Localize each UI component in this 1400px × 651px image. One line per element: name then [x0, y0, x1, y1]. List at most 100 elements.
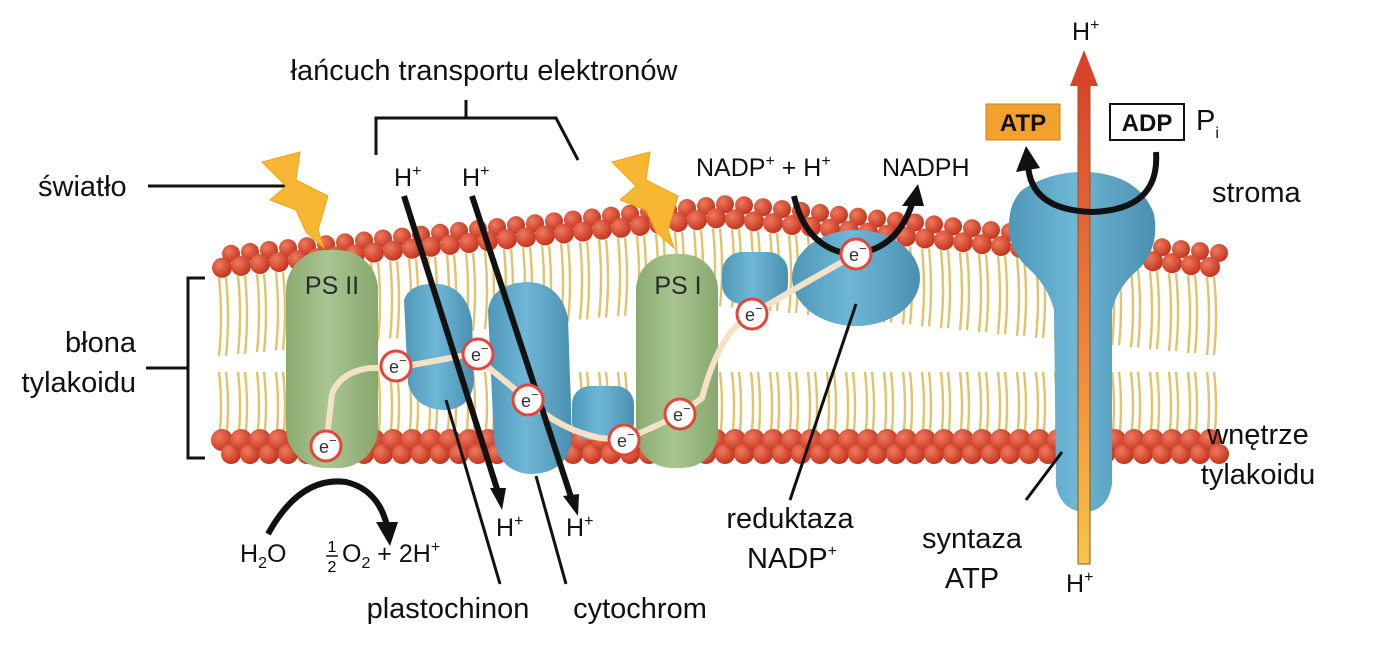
cytochrome-label: cytochrom: [573, 593, 707, 625]
lipid-tail: [376, 262, 382, 341]
lipid-head: [611, 217, 631, 238]
lipid-tail: [965, 252, 971, 331]
lipid-tail: [939, 250, 945, 329]
lipid-head: [725, 209, 745, 230]
lumen-label-line2: tylakoidu: [1201, 459, 1315, 491]
lipid-tail: [775, 371, 781, 441]
synthase-pointer: [1024, 451, 1064, 501]
lipid-head: [383, 240, 403, 261]
electron-marker: e−: [735, 297, 769, 331]
electron-marker: e−: [461, 337, 495, 371]
lipid-tail: [376, 371, 382, 441]
lipid-head: [1162, 253, 1182, 274]
lipid-tail: [756, 371, 762, 441]
lipid-tail: [1148, 271, 1154, 350]
lipid-head: [782, 215, 802, 236]
atp-label: ATP: [1000, 110, 1046, 137]
lipid-head: [982, 221, 1000, 240]
electron-markers: e−e−e−e−e−e−e−e−: [309, 237, 873, 463]
photosystem-ii: [286, 250, 378, 468]
lipid-tail: [927, 371, 933, 441]
lipid-head: [744, 211, 764, 232]
plastoquinone-pointer: [444, 399, 502, 585]
ferredoxin-protein: [722, 252, 788, 304]
lipid-tail: [1129, 269, 1135, 348]
lipid-tail: [274, 271, 280, 351]
electron-circle: [379, 349, 413, 383]
lipid-tail: [1041, 371, 1047, 441]
lipid-tail: [1136, 269, 1142, 348]
lipid-tail: [483, 250, 489, 330]
lipid-head: [972, 234, 992, 255]
lipid-tail: [224, 277, 230, 356]
synthase-label-line1: syntaza: [922, 523, 1023, 555]
electron-marker: e−: [511, 383, 545, 417]
lipid-head: [915, 228, 935, 249]
atp-synthesis-arrow: [1025, 151, 1160, 216]
lipid-tail: [958, 252, 964, 331]
lipid-head: [1191, 242, 1209, 261]
lipid-tail: [597, 239, 603, 318]
lipid-tail: [224, 371, 230, 441]
membrane-bracket: [186, 276, 205, 460]
lipid-tail: [996, 255, 1002, 335]
lipid-head: [953, 232, 973, 253]
lipid-tail: [1136, 371, 1142, 441]
photosystem-i: [636, 254, 718, 468]
lipid-tail: [965, 371, 971, 441]
electron-marker: e−: [607, 423, 641, 457]
lipid-head: [773, 200, 791, 219]
lipid-tail: [281, 271, 287, 351]
lipid-head: [991, 236, 1011, 257]
lipid-tail: [1186, 274, 1192, 354]
cytochrome-pointer: [534, 475, 568, 585]
proton-flow-arrowhead-icon: [1070, 50, 1098, 86]
lipid-tail: [787, 234, 793, 314]
electron-circle: [309, 429, 343, 463]
lipid-tail: [623, 237, 629, 316]
lipid-tail: [262, 371, 268, 441]
lipid-tail: [832, 371, 838, 441]
lipid-tail: [946, 250, 952, 329]
nadp-reduction-arrowhead-icon: [902, 184, 924, 206]
lipid-tail: [1117, 371, 1123, 441]
lipid-tail: [813, 371, 819, 441]
electron-circle: [461, 337, 495, 371]
lipid-tail: [794, 371, 800, 441]
lightning-bolt-ps1-icon: [611, 151, 679, 250]
lipid-tail: [920, 248, 926, 327]
atp-synthesis-arrowhead-icon: [1016, 146, 1040, 172]
lipid-head: [868, 209, 886, 228]
reductase-label-line2: NADP+: [747, 543, 837, 575]
lipid-head: [668, 212, 688, 233]
lipid-head: [1200, 256, 1220, 277]
electron-label: e−: [617, 427, 635, 451]
lipid-tail: [585, 241, 591, 320]
half-numerator: 1: [328, 539, 337, 556]
lipid-head: [735, 196, 753, 215]
lipid-tail: [616, 237, 622, 316]
lipid-head: [906, 213, 924, 232]
electron-circle: [735, 297, 769, 331]
lipid-head: [1181, 255, 1201, 276]
lipid-tail: [471, 252, 477, 332]
ps1-label: PS I: [654, 272, 701, 300]
lipid-tail: [578, 241, 584, 320]
lipid-head: [1172, 240, 1190, 259]
lumen-label-line1: wnętrze: [1206, 419, 1309, 451]
etc-title: łańcuch transportu elektronów: [291, 55, 679, 87]
adp-box: [1109, 103, 1185, 141]
lipid-head: [934, 230, 954, 251]
lipid-tail: [1022, 371, 1028, 441]
light-label: światło: [38, 171, 127, 203]
lipid-tail: [1155, 271, 1161, 350]
lipid-tail: [1193, 274, 1199, 354]
electron-circle: [663, 397, 697, 431]
lipid-tail: [737, 371, 743, 441]
lipid-tail: [1167, 273, 1173, 352]
electron-circle: [839, 237, 873, 271]
electron-label: e−: [319, 433, 337, 457]
plastoquinone-protein: [404, 283, 474, 410]
lipid-tail: [870, 371, 876, 441]
